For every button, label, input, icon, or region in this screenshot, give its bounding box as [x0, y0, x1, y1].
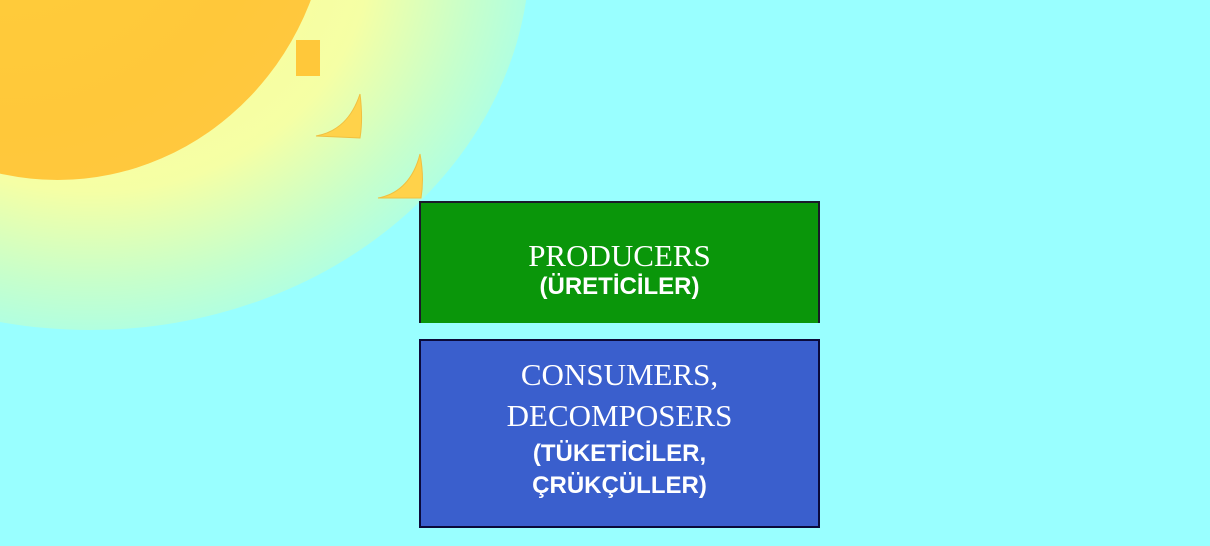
producers-box: PRODUCERS (ÜRETİCİLER) — [419, 201, 820, 323]
producers-label-tr: (ÜRETİCİLER) — [539, 273, 700, 300]
sun-ray-2 — [377, 153, 423, 199]
consumers-label-en-line1: CONSUMERS, — [520, 357, 719, 392]
consumers-label-tr-line1: (TÜKETİCİLER, — [532, 440, 707, 467]
sun-rays-icon — [296, 40, 423, 199]
producers-label-en: PRODUCERS — [528, 238, 711, 273]
consumers-label-tr-line2: ÇRÜKÇÜLLER) — [532, 472, 707, 499]
sun-edge-notch — [296, 40, 320, 76]
sun-ray-1 — [315, 93, 362, 139]
consumers-label-en-line2: DECOMPOSERS — [506, 398, 733, 433]
consumers-box: CONSUMERS, DECOMPOSERS (TÜKETİCİLER, ÇRÜ… — [419, 339, 820, 528]
